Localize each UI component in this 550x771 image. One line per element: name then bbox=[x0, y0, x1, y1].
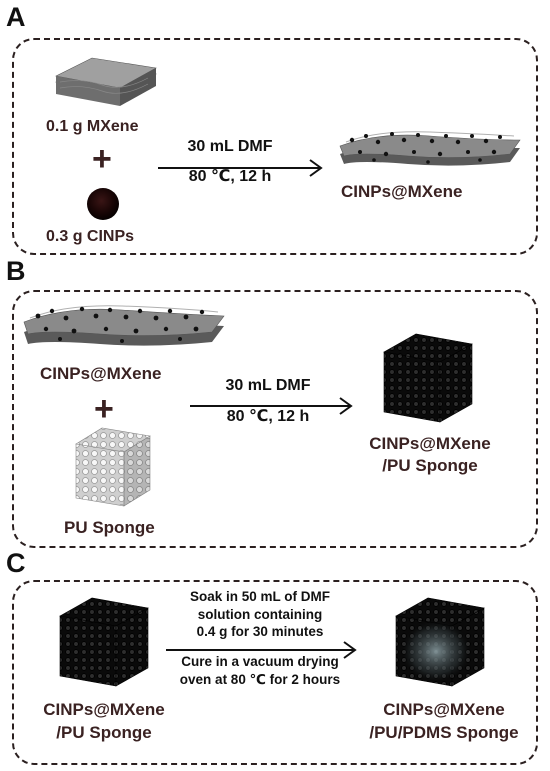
product-b-line2: /PU Sponge bbox=[382, 456, 478, 475]
black-sponge-icon bbox=[383, 333, 473, 423]
product-cinps-mxene-label: CINPs@MXene bbox=[341, 182, 463, 201]
condition-c-top: Soak in 50 mL of DMF solution containing… bbox=[160, 588, 360, 641]
decorated-mxene-icon bbox=[339, 131, 521, 166]
cinp-particle-icon bbox=[87, 188, 119, 220]
mxene-sheet-icon bbox=[55, 57, 157, 106]
condition-a-bottom: 80 ℃, 12 h bbox=[188, 168, 272, 185]
product-cinps-mxene-pu-label: CINPs@MXene /PU Sponge bbox=[350, 433, 510, 477]
reaction-arrow-icon bbox=[166, 641, 357, 659]
decorated-mxene-icon bbox=[23, 305, 225, 346]
pu-sponge-icon bbox=[75, 427, 151, 507]
reagent-cinps-label: 0.3 g CINPs bbox=[46, 228, 135, 245]
condition-c-bottom-1: Cure in a vacuum drying bbox=[181, 654, 339, 669]
panel-letter-a: A bbox=[6, 2, 26, 32]
condition-b-top: 30 mL DMF bbox=[225, 377, 311, 394]
plus-sign-a: + bbox=[92, 140, 112, 178]
reagent-c-line2: /PU Sponge bbox=[56, 723, 152, 742]
panel-a-box bbox=[12, 38, 538, 255]
reagent-mxene-label: 0.1 g MXene bbox=[46, 118, 139, 135]
reagent-pu-sponge-label: PU Sponge bbox=[64, 518, 155, 537]
condition-c-top-2: solution containing bbox=[197, 606, 323, 622]
reagent-c-label: CINPs@MXene /PU Sponge bbox=[14, 698, 194, 744]
condition-c-bottom-2: oven at 80 ℃ for 2 hours bbox=[179, 671, 341, 687]
panel-letter-c: C bbox=[6, 548, 26, 578]
condition-b-bottom: 80 ℃, 12 h bbox=[226, 408, 310, 425]
coated-sponge-icon bbox=[395, 597, 485, 687]
reagent-c-line1: CINPs@MXene bbox=[43, 700, 165, 719]
condition-c-top-3: 0.4 g for 30 minutes bbox=[196, 624, 324, 639]
product-c-label: CINPs@MXene /PU/PDMS Sponge bbox=[352, 698, 536, 744]
panel-c-box bbox=[12, 580, 538, 765]
reagent-cinps-mxene-label: CINPs@MXene bbox=[40, 364, 162, 383]
condition-a-top: 30 mL DMF bbox=[187, 138, 273, 155]
product-c-line1: CINPs@MXene bbox=[383, 700, 505, 719]
panel-b-box bbox=[12, 290, 538, 548]
condition-c-top-1: Soak in 50 mL of DMF bbox=[189, 589, 331, 604]
black-sponge-icon bbox=[59, 597, 149, 687]
panel-letter-b: B bbox=[6, 256, 26, 286]
product-c-line2: /PU/PDMS Sponge bbox=[369, 723, 519, 742]
condition-c-bottom: Cure in a vacuum drying oven at 80 ℃ for… bbox=[160, 653, 360, 688]
plus-sign-b: + bbox=[94, 390, 114, 428]
reaction-arrow-icon bbox=[190, 397, 353, 415]
product-b-line1: CINPs@MXene bbox=[369, 434, 491, 453]
reaction-arrow-icon bbox=[158, 159, 323, 177]
